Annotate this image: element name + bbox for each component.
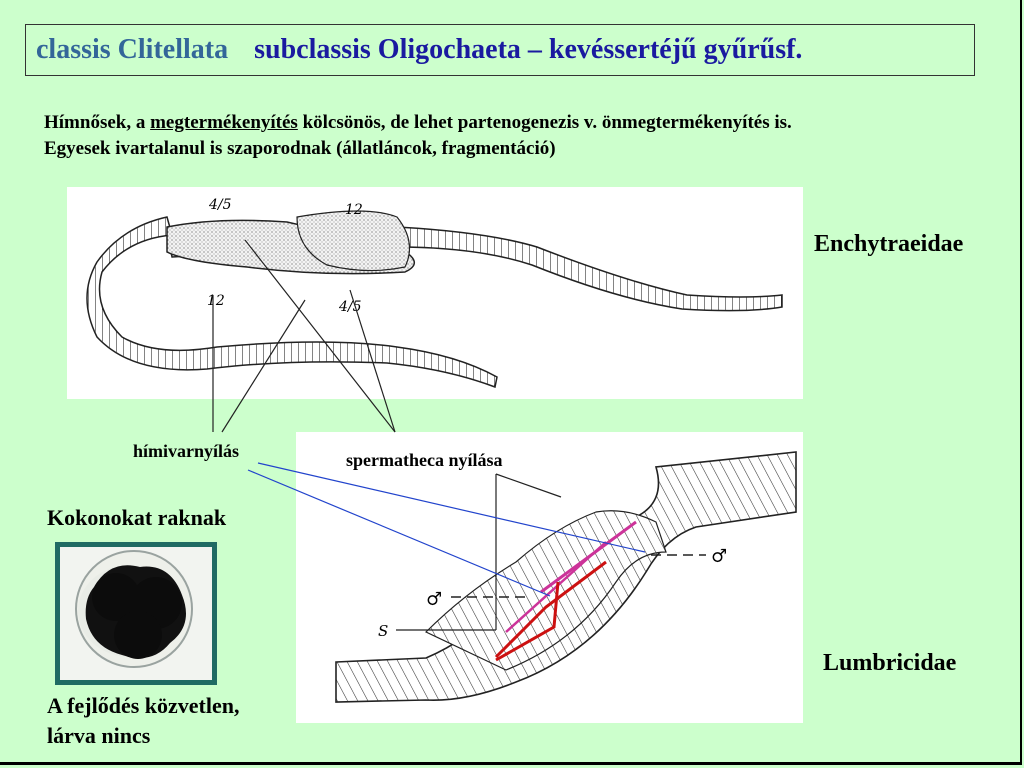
intro-line-1-start: Hímnősek, a [44,112,151,133]
label-development-line-2: lárva nincs [47,723,151,748]
label-cocoons: Kokonokat raknak [47,505,227,530]
label-development-line-1: A fejlődés közvetlen, [47,693,240,718]
label-lumbricidae: Lumbricidae [823,650,957,676]
intro-underlined-term: megtermékenyítés [150,112,298,133]
enchytraeidae-drawing: 4/5 12 12 4/5 [67,187,803,399]
intro-text: Hímnősek, a megtermékenyítés kölcsönös, … [44,110,984,162]
label-4-5-bottom: 4/5 [338,299,362,315]
label-4-5: 4/5 [208,197,232,213]
label-enchytraeidae: Enchytraeidae [814,231,964,257]
cocoon-image [55,542,217,685]
male-symbol-2: ♂ [711,546,727,567]
spermatheca-pointer-diagonal [495,473,562,498]
intro-line-1-end: kölcsönös, de lehet partenogenezis v. ön… [297,112,792,133]
title-box: classis Clitellata subclassis Oligochaet… [25,24,975,76]
intro-line-1: Hímnősek, a megtermékenyítés kölcsönös, … [44,110,984,136]
male-symbol-1: ♂ [426,589,442,610]
label-development: A fejlődés közvetlen, lárva nincs [47,691,239,751]
title-subclassis: subclassis Oligochaeta – kevéssertéjű gy… [254,34,803,65]
red-arrow-1 [494,560,607,659]
label-12-top: 12 [345,202,363,218]
label-spermatheca-pore: spermatheca nyílása [346,450,503,470]
label-male-pore: hímivarnyílás [133,441,240,461]
s-mark: S [378,622,388,640]
red-arrow-2 [495,581,560,662]
lumbricidae-drawing: ♂ ♂ S [296,432,803,723]
magenta-arrow-2 [505,541,607,633]
intro-line-2: Egyesek ivartalanul is szaporodnak (álla… [44,138,556,159]
title-classis: classis Clitellata [36,34,229,65]
label-12-bottom: 12 [207,293,225,309]
